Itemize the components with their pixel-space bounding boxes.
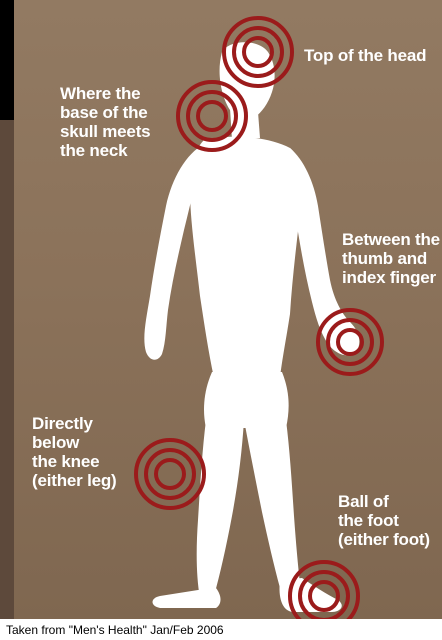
target-below-knee xyxy=(136,440,204,508)
label-ball-of-foot: Ball of the foot (either foot) xyxy=(338,492,430,549)
label-skull-base: Where the base of the skull meets the ne… xyxy=(60,84,150,160)
label-top-of-head: Top of the head xyxy=(304,46,426,65)
target-skull-base xyxy=(178,82,246,150)
label-thumb-finger: Between the thumb and index finger xyxy=(342,230,440,287)
human-figure xyxy=(144,42,359,612)
poster-background: Top of the head Where the base of the sk… xyxy=(0,0,442,619)
label-below-knee: Directly below the knee (either leg) xyxy=(32,414,117,490)
source-credit: Taken from "Men's Health" Jan/Feb 2006 xyxy=(6,623,224,637)
